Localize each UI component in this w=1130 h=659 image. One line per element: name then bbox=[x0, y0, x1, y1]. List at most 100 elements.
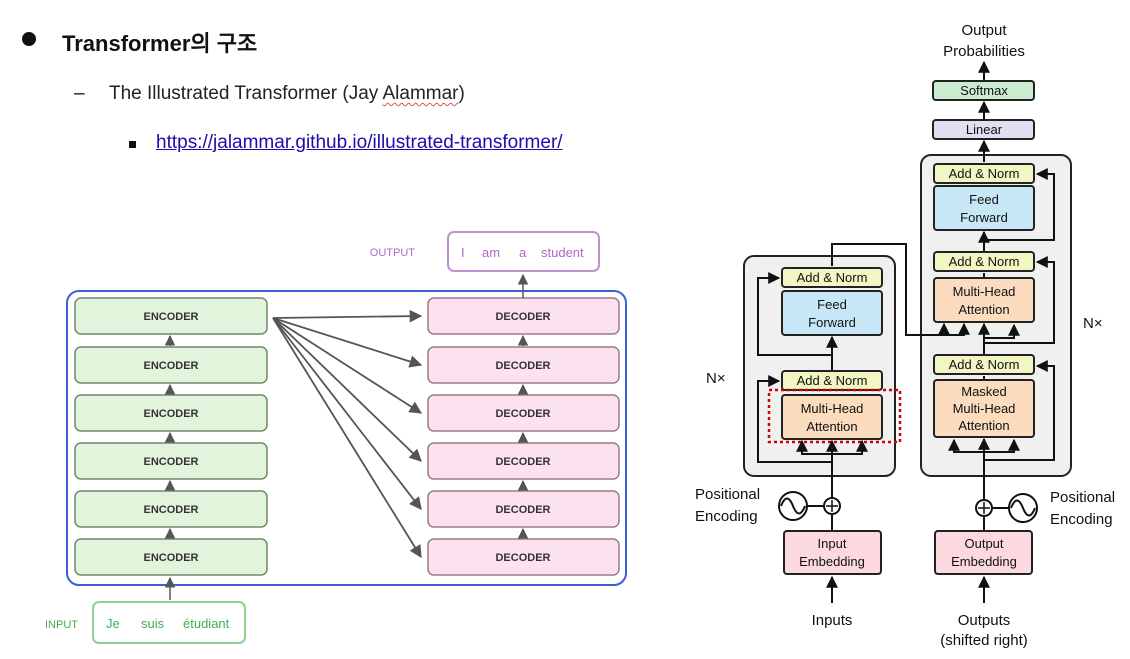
enc-multi-head-attention-box bbox=[781, 394, 883, 440]
input-embedding-line-1: Input bbox=[818, 536, 847, 551]
dec-mha-add-norm-box bbox=[933, 251, 1035, 272]
input-embedding-line-2: Embedding bbox=[799, 554, 865, 569]
dec-positional-encoding-line-2: Encoding bbox=[1050, 511, 1113, 528]
outputs-label-line-2: (shifted right) bbox=[940, 632, 1028, 649]
stack-connectors bbox=[164, 334, 529, 539]
output-embedding-line-1: Output bbox=[964, 536, 1003, 551]
dec-ff-add-norm-box bbox=[933, 163, 1035, 184]
dec-positional-encoding-line-1: Positional bbox=[1050, 489, 1115, 506]
enc-ff-add-norm-label: Add & Norm bbox=[797, 270, 868, 285]
fanout-arrow-5 bbox=[272, 317, 422, 510]
dec-masked-qk-left bbox=[948, 438, 984, 453]
enc-residual-1 bbox=[757, 375, 832, 463]
decoder-box-6 bbox=[427, 538, 620, 576]
inputs-label: Inputs bbox=[812, 612, 853, 629]
output-token-4: student bbox=[541, 245, 584, 260]
encoder-box-4 bbox=[74, 442, 268, 480]
encoder-label-4: ENCODER bbox=[143, 456, 198, 468]
enc-mha-add-norm-label: Add & Norm bbox=[797, 373, 868, 388]
enc-mha-line-2: Attention bbox=[806, 419, 857, 434]
fanout-arrow-1 bbox=[272, 309, 423, 323]
subtitle-text-b: ) bbox=[458, 83, 465, 104]
stack-frame bbox=[66, 290, 627, 586]
dec-residual-3 bbox=[984, 168, 1055, 241]
dec-q-arrow bbox=[984, 323, 1020, 339]
output-probabilities-line-2: Probabilities bbox=[943, 43, 1025, 60]
enc-positional-encoding-line-1: Positional bbox=[695, 486, 760, 503]
outputs-label-line-1: Outputs bbox=[958, 612, 1011, 629]
encoder-label-6: ENCODER bbox=[143, 552, 198, 564]
fanout-arrow-3 bbox=[272, 317, 423, 414]
decoder-label-4: DECODER bbox=[495, 456, 550, 468]
dec-masked-attention-box bbox=[933, 379, 1035, 438]
dec-residual-1 bbox=[984, 360, 1055, 461]
encoder-box-2 bbox=[74, 346, 268, 384]
decoder-label-5: DECODER bbox=[495, 504, 550, 516]
input-box bbox=[92, 601, 246, 644]
encoder-box-1 bbox=[74, 297, 268, 335]
dec-mha-line-2: Attention bbox=[958, 302, 1009, 317]
sub-bullet-dash: – bbox=[74, 83, 85, 104]
enc-feed-forward-line-2: Forward bbox=[808, 315, 856, 330]
encoder-box-3 bbox=[74, 394, 268, 432]
encoder-label-2: ENCODER bbox=[143, 360, 198, 372]
decoder-label-3: DECODER bbox=[495, 408, 550, 420]
fanout-arrow-4 bbox=[272, 317, 422, 462]
dec-feed-forward-box bbox=[933, 185, 1035, 231]
dec-masked-add-norm-label: Add & Norm bbox=[949, 357, 1020, 372]
enc-ff-add-norm-box bbox=[781, 267, 883, 288]
encoder-to-decoder-v bbox=[906, 322, 970, 336]
softmax-box bbox=[932, 80, 1035, 101]
subtitle-author: Alammar bbox=[382, 83, 459, 104]
encoder-box-6 bbox=[74, 538, 268, 576]
dec-mha-line-1: Multi-Head bbox=[953, 284, 1016, 299]
output-token-3: a bbox=[519, 245, 527, 260]
input-token-2: suis bbox=[141, 616, 165, 631]
bullet-square bbox=[129, 141, 136, 148]
softmax-label: Softmax bbox=[960, 83, 1008, 98]
decoder-box-5 bbox=[427, 490, 620, 528]
slide-title: Transformer의 구조 bbox=[62, 31, 258, 56]
output-token-2: am bbox=[482, 245, 500, 260]
input-embedding-box bbox=[783, 530, 882, 575]
enc-mha-line-1: Multi-Head bbox=[801, 401, 864, 416]
dec-masked-qk-right bbox=[984, 438, 1020, 453]
output-token-1: I bbox=[461, 245, 465, 260]
decoder-stack: DECODERDECODERDECODERDECODERDECODERDECOD… bbox=[427, 297, 620, 576]
output-embedding-line-2: Embedding bbox=[951, 554, 1017, 569]
decoder-label-6: DECODER bbox=[495, 552, 550, 564]
dec-add-plus bbox=[978, 502, 990, 514]
dec-masked-line-3: Attention bbox=[958, 418, 1009, 433]
dec-ff-add-norm-label: Add & Norm bbox=[949, 166, 1020, 181]
dec-sine-wave-curve bbox=[1010, 499, 1036, 517]
enc-feed-forward-box bbox=[781, 290, 883, 336]
encoder-to-decoder-arrows bbox=[272, 309, 423, 559]
linear-label: Linear bbox=[966, 122, 1003, 137]
transformer-architecture-diagram: Output Probabilities Softmax Linear Add … bbox=[695, 22, 1115, 649]
subtitle-text-a: The Illustrated Transformer (Jay bbox=[109, 83, 383, 104]
dec-masked-line-2: Multi-Head bbox=[953, 401, 1016, 416]
decoder-nx-label: N× bbox=[1083, 315, 1103, 332]
enc-positional-encoding-line-2: Encoding bbox=[695, 508, 758, 525]
fanout-arrow-6 bbox=[272, 317, 422, 559]
decoder-box-2 bbox=[427, 346, 620, 384]
bullet-dot bbox=[22, 32, 36, 46]
output-probabilities-line-1: Output bbox=[961, 22, 1007, 39]
dec-mha-add-norm-label: Add & Norm bbox=[949, 254, 1020, 269]
output-box bbox=[447, 231, 600, 272]
encoder-label-5: ENCODER bbox=[143, 504, 198, 516]
output-label: OUTPUT bbox=[370, 247, 416, 259]
input-token-1: Je bbox=[106, 616, 120, 631]
encoder-to-decoder-k bbox=[831, 243, 950, 336]
encoder-nx-label: N× bbox=[706, 370, 726, 387]
enc-qk-right bbox=[832, 439, 868, 455]
enc-feed-forward-line-1: Feed bbox=[817, 297, 847, 312]
encoder-label-3: ENCODER bbox=[143, 408, 198, 420]
enc-qk-left bbox=[796, 439, 832, 455]
dec-residual-2 bbox=[984, 256, 1055, 344]
illustrated-transformer-link[interactable]: https://jalammar.github.io/illustrated-t… bbox=[156, 132, 563, 153]
decoder-label-2: DECODER bbox=[495, 360, 550, 372]
decoder-box-4 bbox=[427, 442, 620, 480]
enc-sine-wave-curve bbox=[780, 497, 806, 515]
enc-residual-2 bbox=[757, 272, 832, 356]
